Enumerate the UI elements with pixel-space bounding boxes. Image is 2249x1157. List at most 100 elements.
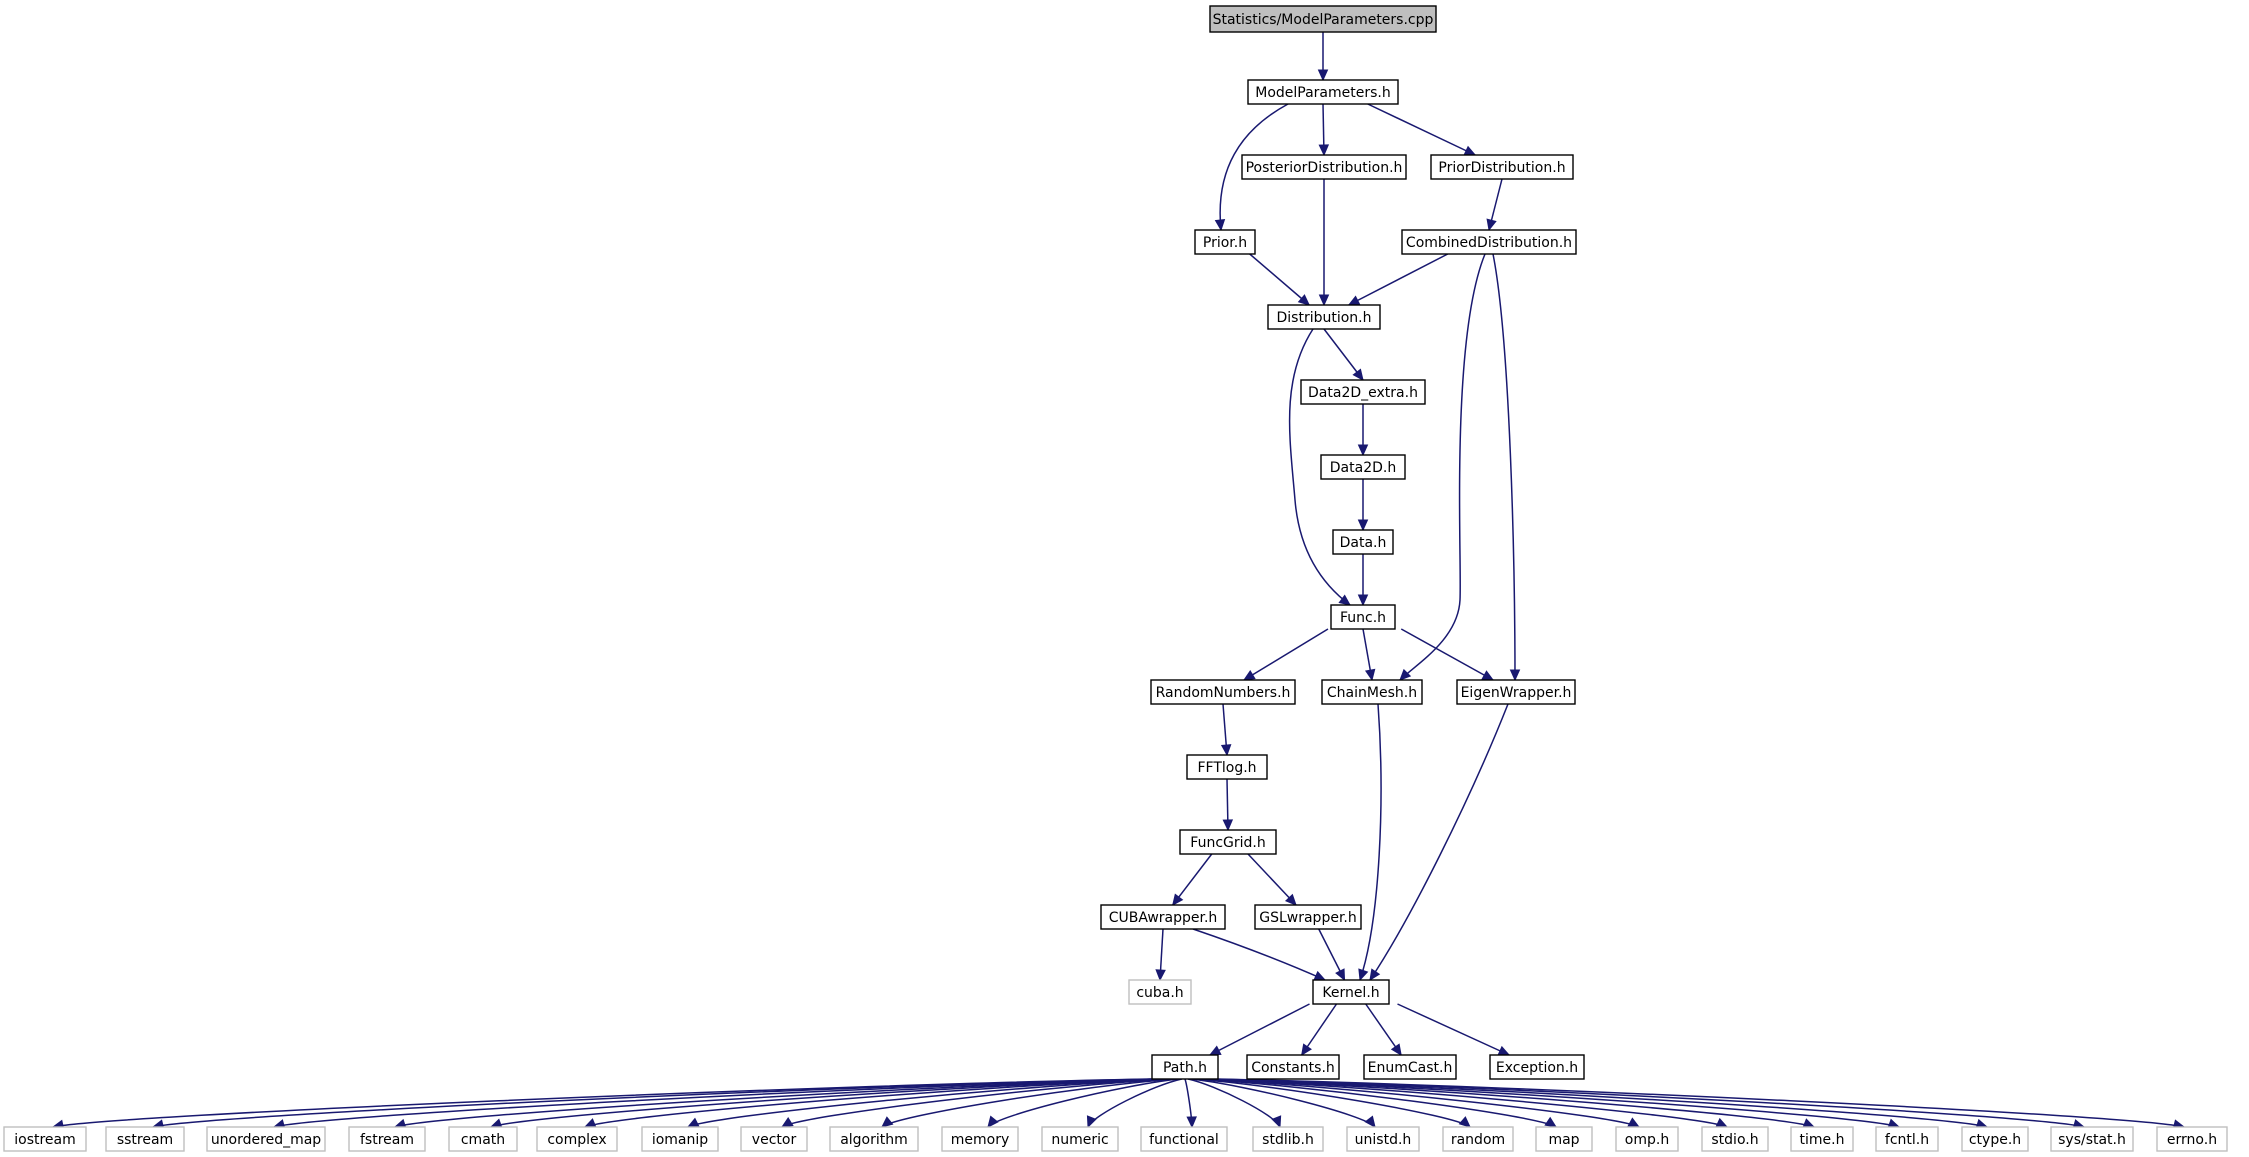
node-label: omp.h bbox=[1625, 1132, 1669, 1148]
node-s_algorithm: algorithm bbox=[829, 1126, 919, 1152]
node-comb[interactable]: CombinedDistribution.h bbox=[1401, 229, 1577, 255]
edge-dist-to-func bbox=[1288, 328, 1351, 606]
node-label: sys/stat.h bbox=[2058, 1132, 2126, 1148]
edge-line bbox=[1492, 253, 1516, 681]
node-box bbox=[1150, 679, 1296, 705]
edge-line bbox=[1209, 1003, 1310, 1056]
edge-fgrid-to-gslw bbox=[1247, 853, 1297, 906]
edge-arrowhead bbox=[1297, 294, 1311, 306]
node-box bbox=[1790, 1126, 1854, 1152]
node-label: cmath bbox=[461, 1132, 505, 1148]
node-mp[interactable]: ModelParameters.h bbox=[1247, 79, 1399, 105]
node-box bbox=[105, 1126, 185, 1152]
node-box bbox=[1252, 1126, 1324, 1152]
edge-line bbox=[1193, 1078, 1471, 1128]
node-fgrid[interactable]: FuncGrid.h bbox=[1179, 829, 1277, 855]
node-box bbox=[206, 1126, 326, 1152]
edge-cubaw-to-kernel bbox=[1192, 928, 1327, 981]
node-box bbox=[1430, 154, 1574, 180]
node-exc[interactable]: Exception.h bbox=[1489, 1054, 1585, 1080]
node-rand[interactable]: RandomNumbers.h bbox=[1150, 679, 1296, 705]
node-s_complex: complex bbox=[536, 1126, 618, 1152]
edge-line bbox=[687, 1078, 1170, 1128]
node-d2d[interactable]: Data2D.h bbox=[1320, 454, 1406, 480]
edge-arrowhead bbox=[1208, 1045, 1222, 1056]
node-box bbox=[1875, 1126, 1939, 1152]
node-func[interactable]: Func.h bbox=[1330, 604, 1396, 630]
edge-arrowhead bbox=[1544, 1116, 1558, 1128]
edge-d2dx-to-d2d bbox=[1357, 404, 1369, 457]
edge-arrowhead bbox=[1086, 1115, 1097, 1129]
edge-path-to-s_functional bbox=[1184, 1078, 1197, 1129]
node-cubaw[interactable]: CUBAwrapper.h bbox=[1100, 904, 1226, 930]
node-eigen[interactable]: EigenWrapper.h bbox=[1456, 679, 1576, 705]
edge-line bbox=[1369, 703, 1509, 981]
node-label: Func.h bbox=[1340, 610, 1386, 626]
node-label: iostream bbox=[14, 1132, 76, 1148]
edge-arrowhead bbox=[1317, 69, 1329, 82]
edge-line bbox=[1198, 1078, 1640, 1128]
node-box bbox=[641, 1126, 719, 1152]
edge-d2d-to-data bbox=[1357, 479, 1369, 532]
node-box bbox=[1300, 379, 1426, 405]
edge-path-to-s_memory bbox=[987, 1078, 1179, 1128]
node-label: ChainMesh.h bbox=[1327, 685, 1417, 701]
node-const[interactable]: Constants.h bbox=[1246, 1054, 1340, 1080]
node-box bbox=[1363, 1054, 1457, 1080]
node-priord[interactable]: PriorDistribution.h bbox=[1430, 154, 1574, 180]
node-path[interactable]: Path.h bbox=[1151, 1054, 1219, 1080]
node-label: complex bbox=[547, 1132, 606, 1148]
node-box bbox=[1246, 1054, 1340, 1080]
node-data[interactable]: Data.h bbox=[1332, 529, 1394, 555]
edge-arrowhead bbox=[1458, 1116, 1471, 1128]
node-enumc[interactable]: EnumCast.h bbox=[1363, 1054, 1457, 1080]
node-box bbox=[1535, 1126, 1593, 1152]
edge-data-to-func bbox=[1357, 554, 1369, 607]
edge-line bbox=[1243, 628, 1329, 681]
node-box bbox=[1456, 679, 1576, 705]
node-box bbox=[941, 1126, 1019, 1152]
node-post[interactable]: PosteriorDistribution.h bbox=[1241, 154, 1407, 180]
node-box bbox=[1701, 1126, 1769, 1152]
node-box bbox=[1267, 304, 1381, 330]
node-s_time: time.h bbox=[1790, 1126, 1854, 1152]
node-fft[interactable]: FFTlog.h bbox=[1186, 754, 1268, 780]
node-s_iomanip: iomanip bbox=[641, 1126, 719, 1152]
node-gslw[interactable]: GSLwrapper.h bbox=[1254, 904, 1362, 930]
edge-line bbox=[1367, 103, 1476, 156]
node-box bbox=[740, 1126, 808, 1152]
edge-line bbox=[1397, 1003, 1510, 1056]
node-chain[interactable]: ChainMesh.h bbox=[1321, 679, 1423, 705]
node-box bbox=[348, 1126, 426, 1152]
node-prior[interactable]: Prior.h bbox=[1194, 229, 1256, 255]
edge-arrowhead bbox=[1284, 893, 1297, 906]
node-d2dx[interactable]: Data2D_extra.h bbox=[1300, 379, 1426, 405]
edge-mp-to-post bbox=[1318, 103, 1330, 157]
node-label: Path.h bbox=[1163, 1060, 1207, 1076]
node-s_numeric: numeric bbox=[1041, 1126, 1119, 1152]
edge-gslw-to-kernel bbox=[1318, 928, 1346, 982]
node-label: Data2D_extra.h bbox=[1308, 385, 1418, 401]
node-kernel[interactable]: Kernel.h bbox=[1312, 979, 1390, 1005]
node-label: RandomNumbers.h bbox=[1156, 685, 1291, 701]
edge-arrowhead bbox=[1335, 968, 1346, 982]
edge-line bbox=[1348, 253, 1449, 306]
edge-arrowhead bbox=[1318, 144, 1330, 157]
edge-arrowhead bbox=[1172, 893, 1184, 906]
node-label: FuncGrid.h bbox=[1190, 835, 1265, 851]
edge-line bbox=[781, 1078, 1173, 1128]
node-label: vector bbox=[752, 1132, 797, 1148]
node-dist[interactable]: Distribution.h bbox=[1267, 304, 1381, 330]
node-s_vector: vector bbox=[740, 1126, 808, 1152]
edge-arrowhead bbox=[1357, 519, 1369, 532]
edge-fgrid-to-cubaw bbox=[1172, 853, 1213, 906]
edge-line bbox=[1215, 1078, 2185, 1128]
edge-arrowhead bbox=[1220, 744, 1232, 757]
node-label: Data2D.h bbox=[1330, 460, 1396, 476]
node-label: Constants.h bbox=[1251, 1060, 1335, 1076]
node-s_random: random bbox=[1442, 1126, 1514, 1152]
node-box bbox=[1489, 1054, 1585, 1080]
edge-arrowhead bbox=[1399, 668, 1412, 681]
node-label: numeric bbox=[1051, 1132, 1108, 1148]
